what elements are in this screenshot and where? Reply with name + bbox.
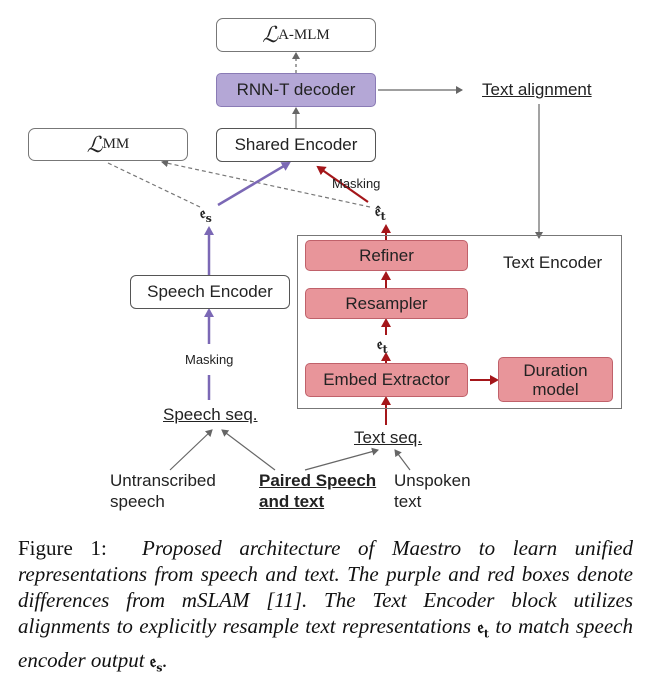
unspoken-line1: Unspoken [394,471,471,490]
unspoken-to-textseq [394,449,411,471]
paired-line1: Paired Speech [259,471,377,490]
embed-extractor-box: Embed Extractor [305,363,468,397]
paired-to-speechseq [221,429,276,471]
es-to-mm-dashed [107,162,201,208]
duration-model-line1: Duration [523,360,588,380]
text-encoder-container [297,235,622,409]
text-seq-label: Text seq. [354,428,423,447]
unspoken-line2: text [394,492,422,511]
speech-encoder-label: Speech Encoder [147,282,273,301]
shared-encoder-box: Shared Encoder [216,128,376,162]
untranscribed-to-speechseq [169,429,213,471]
paired-to-textseq [304,447,379,471]
refiner-box: Refiner [305,240,468,271]
refiner-label: Refiner [359,245,414,265]
loss-amlm-symbol: ℒ [262,22,279,47]
rnnt-decoder-label: RNN-T decoder [236,80,356,99]
et-hat-symbol-sub: t [380,210,386,223]
duration-model-line2: model [532,379,579,399]
et-hat-symbol: 𝔢̂t [375,202,386,223]
caption-end: . [162,648,168,673]
caption-es-symbol: 𝔢 [149,652,157,673]
caption-prefix: Figure 1: [18,536,107,560]
caption-et: 𝔢t [477,618,489,641]
caption-es: 𝔢s [149,652,163,675]
text-alignment-label: Text alignment [482,80,592,99]
speech-encoder-box: Speech Encoder [130,275,290,309]
et-to-mm-dashed [161,159,371,208]
es-to-shared-arrow [217,161,291,207]
et-symbol-main: 𝔢 [377,335,383,353]
es-symbol-main: 𝔢 [200,204,206,222]
rnnt-decoder-box: RNN-T decoder [216,73,376,107]
et-symbol: 𝔢t [377,335,388,356]
duration-model-box: Duration model [498,357,613,402]
masking-bottom-label: Masking [185,352,234,367]
loss-mm-subscript: MM [102,136,130,152]
figure-caption: Figure 1: Proposed architecture of Maest… [18,535,633,682]
untranscribed-line2: speech [110,492,165,511]
paired-speech-text-label: Paired Speech and text [259,470,376,512]
caption-es-sub: s [156,661,163,675]
caption-mid: to match speech encoder output [18,614,633,673]
speech-seq-label: Speech seq. [163,405,258,424]
untranscribed-speech-label: Untranscribed speech [110,470,216,512]
untranscribed-line1: Untranscribed [110,471,216,490]
unspoken-text-label: Unspoken text [394,470,471,512]
et-hat-to-shared-arrow [316,165,369,203]
loss-amlm-subscript: A-MLM [278,26,330,43]
et-hat-symbol-main: 𝔢̂ [375,202,381,220]
paired-line2: and text [259,492,325,511]
shared-encoder-label: Shared Encoder [234,135,358,154]
caption-et-symbol: 𝔢 [477,618,484,638]
text-encoder-label: Text Encoder [503,253,603,272]
resampler-box: Resampler [305,288,468,319]
caption-text: Proposed architecture of Maestro to lear… [18,536,634,638]
et-symbol-sub: t [382,343,388,356]
resampler-label: Resampler [345,293,428,313]
embed-extractor-label: Embed Extractor [323,370,450,389]
es-symbol-sub: s [205,212,212,225]
loss-mm-symbol: ℒ [86,131,103,157]
caption-et-sub: t [483,627,489,641]
masking-top-label: Masking [332,176,381,191]
es-symbol: 𝔢s [200,204,212,225]
